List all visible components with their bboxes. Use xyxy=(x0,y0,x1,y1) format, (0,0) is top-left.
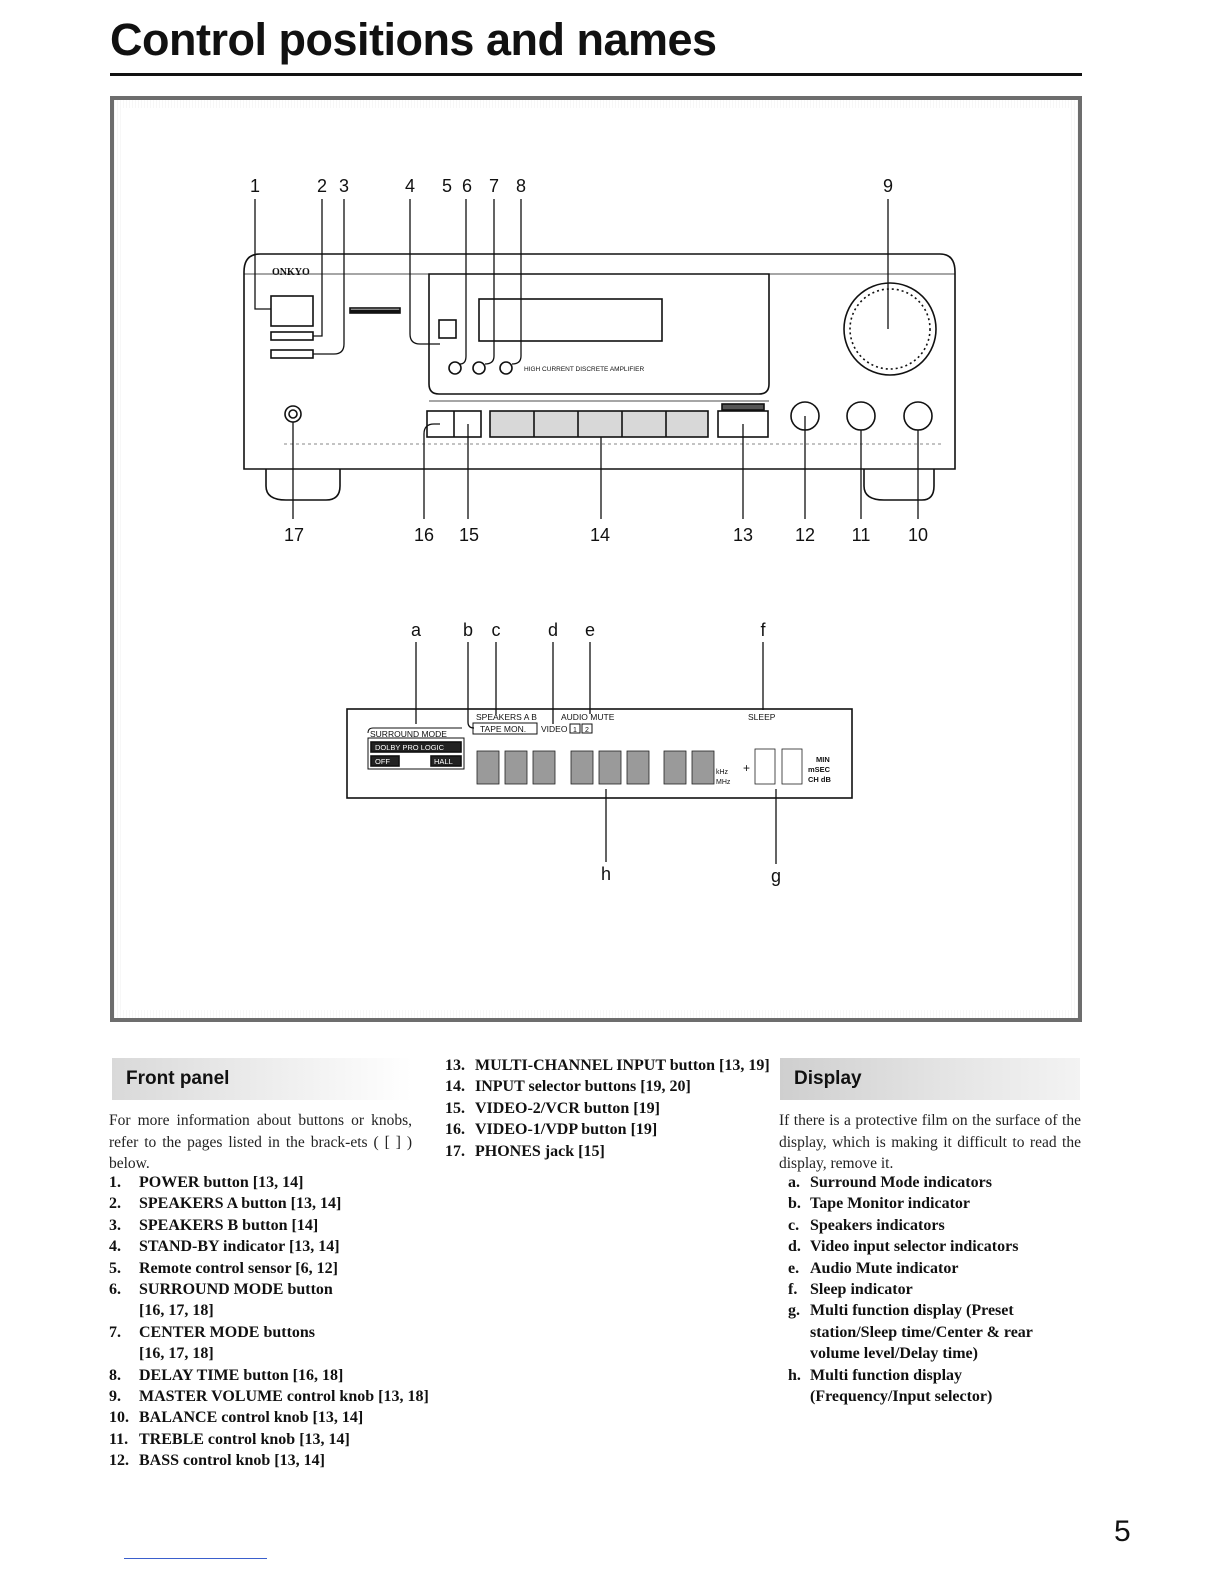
list-item: 8.DELAY TIME button [16, 18] xyxy=(109,1366,344,1384)
list-item: 1.POWER button [13, 14] xyxy=(109,1174,304,1191)
plus-label: + xyxy=(743,761,750,775)
list-item: f.Sleep indicator xyxy=(788,1281,913,1299)
callout-4: 4 xyxy=(405,176,415,196)
callout-5: 5 xyxy=(442,176,452,196)
list-item: 7.CENTER MODE buttons [16, 17, 18] xyxy=(109,1323,316,1363)
video-2-label: 2 xyxy=(585,727,589,734)
front-panel-list-1: 1.POWER button [13, 14] 2.SPEAKERS A but… xyxy=(109,1172,429,1472)
tape-mon-label: TAPE MON. xyxy=(480,724,526,734)
callout-c: c xyxy=(492,620,501,640)
list-item: g.Multi function display (Preset station… xyxy=(788,1302,1033,1363)
page-number: 5 xyxy=(1114,1515,1131,1548)
callout-10: 10 xyxy=(908,525,928,545)
callout-e: e xyxy=(585,620,595,640)
footer-rule xyxy=(124,1558,267,1559)
callout-g: g xyxy=(771,866,781,886)
list-item: 6.SURROUND MODE button [16, 17, 18] xyxy=(109,1281,333,1320)
callout-1: 1 xyxy=(250,176,260,196)
callout-12: 12 xyxy=(795,525,815,545)
list-item: 2.SPEAKERS A button [13, 14] xyxy=(109,1195,342,1213)
list-item: d.Video input selector indicators xyxy=(788,1238,1019,1256)
list-item: c.Speakers indicators xyxy=(788,1216,945,1234)
speakers-label: SPEAKERS A B xyxy=(476,712,537,722)
callout-d: d xyxy=(548,620,558,640)
callout-16: 16 xyxy=(414,525,434,545)
list-item: 13.MULTI-CHANNEL INPUT button [13, 19] xyxy=(445,1057,770,1074)
front-panel-intro: For more information about buttons or kn… xyxy=(109,1112,412,1172)
list-item: 9.MASTER VOLUME control knob [13, 18] xyxy=(109,1388,429,1406)
figure-area: ONKYO HIGH CURRENT DISCRETE AMPLIFIER 1 … xyxy=(122,108,1070,1010)
callout-9: 9 xyxy=(883,176,893,196)
callout-17: 17 xyxy=(284,525,304,545)
list-item: 15.VIDEO-2/VCR button [19] xyxy=(445,1099,660,1117)
callout-b: b xyxy=(463,620,473,640)
sleep-label: SLEEP xyxy=(748,712,776,722)
page-title: Control positions and names xyxy=(110,14,717,65)
list-item: a.Surround Mode indicators xyxy=(788,1174,992,1191)
list-item: 4.STAND-BY indicator [13, 14] xyxy=(109,1238,340,1256)
list-item: e.Audio Mute indicator xyxy=(788,1259,959,1277)
title-rule xyxy=(110,73,1082,76)
brand-logo: ONKYO xyxy=(272,267,310,278)
callout-2: 2 xyxy=(317,176,327,196)
msec-label: mSEC xyxy=(808,765,831,774)
list-item: b.Tape Monitor indicator xyxy=(788,1195,971,1213)
figure-frame: ONKYO HIGH CURRENT DISCRETE AMPLIFIER 1 … xyxy=(110,96,1082,1022)
list-item: h.Multi function display (Frequency/Inpu… xyxy=(788,1366,993,1406)
audio-mute-label: AUDIO MUTE xyxy=(561,712,615,722)
callout-8: 8 xyxy=(516,176,526,196)
front-panel-list-2: 13.MULTI-CHANNEL INPUT button [13, 19] 1… xyxy=(445,1055,770,1162)
list-item: 14.INPUT selector buttons [19, 20] xyxy=(445,1078,691,1096)
hall-label: HALL xyxy=(434,757,453,766)
chdb-label: CH dB xyxy=(808,775,831,784)
dolby-label: DOLBY PRO LOGIC xyxy=(375,743,445,752)
callout-f: f xyxy=(760,620,766,640)
callout-h: h xyxy=(601,864,611,884)
callout-6: 6 xyxy=(462,176,472,196)
callout-7: 7 xyxy=(489,176,499,196)
callout-14: 14 xyxy=(590,525,610,545)
list-item: 16.VIDEO-1/VDP button [19] xyxy=(445,1121,658,1139)
list-item: 17.PHONES jack [15] xyxy=(445,1142,605,1160)
callout-15: 15 xyxy=(459,525,479,545)
front-panel-diagram: ONKYO HIGH CURRENT DISCRETE AMPLIFIER 1 … xyxy=(243,176,956,886)
panel-text: HIGH CURRENT DISCRETE AMPLIFIER xyxy=(524,366,644,373)
list-item: 11.TREBLE control knob [13, 14] xyxy=(109,1430,350,1448)
front-panel-heading: Front panel xyxy=(112,1058,412,1100)
callout-a: a xyxy=(411,620,422,640)
video-1-label: 1 xyxy=(573,727,577,734)
display-heading: Display xyxy=(780,1058,1080,1100)
min-label: MIN xyxy=(816,755,830,764)
display-list: a.Surround Mode indicators b.Tape Monito… xyxy=(788,1172,1083,1407)
khz-label: kHz xyxy=(716,769,729,776)
list-item: 12.BASS control knob [13, 14] xyxy=(109,1452,325,1470)
video-label: VIDEO xyxy=(541,724,568,734)
callout-3: 3 xyxy=(339,176,349,196)
surround-mode-label: SURROUND MODE xyxy=(370,729,447,739)
callout-11: 11 xyxy=(852,525,871,545)
mhz-label: MHz xyxy=(716,779,731,786)
list-item: 10.BALANCE control knob [13, 14] xyxy=(109,1409,364,1427)
off-label: OFF xyxy=(375,757,390,766)
list-item: 3.SPEAKERS B button [14] xyxy=(109,1216,319,1234)
callout-13: 13 xyxy=(733,525,753,545)
display-intro: If there is a protective film on the sur… xyxy=(779,1112,1081,1172)
list-item: 5.Remote control sensor [6, 12] xyxy=(109,1259,338,1277)
